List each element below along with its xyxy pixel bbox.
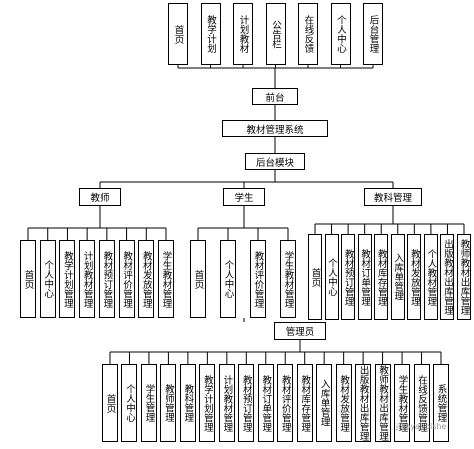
system-node: 教材管理系统 (222, 120, 328, 137)
child-node: 系统管理 (433, 364, 449, 442)
child-node: 教材库存管理 (296, 364, 313, 442)
child-node: 计划教材管理 (218, 364, 235, 442)
top-node: 公告栏 (265, 3, 286, 65)
child-node: 教材预订管理 (98, 240, 115, 318)
child-node: 教科管理 (179, 364, 196, 442)
child-node: 首页 (308, 234, 322, 320)
child-node: 个人中心 (324, 234, 339, 320)
child-node: 教材评价管理 (250, 240, 266, 318)
child-node: 出版教材出库管理 (355, 364, 372, 442)
child-node: 教学计划管理 (59, 240, 76, 318)
backend-node: 后台模块 (245, 153, 305, 170)
child-node: 教材库存管理 (374, 234, 389, 320)
front-node: 前台 (252, 88, 298, 105)
child-node: 入库单管理 (390, 234, 405, 320)
child-node: 教师教材出库管理 (457, 234, 471, 320)
child-node: 教材订单管理 (257, 364, 274, 442)
role-node: 学生 (223, 188, 265, 206)
child-node: 首页 (20, 240, 36, 318)
child-node: 学生教材管理 (394, 364, 411, 442)
child-node: 首页 (102, 364, 118, 442)
top-node: 计划教材 (233, 3, 253, 65)
child-node: 学生教材管理 (280, 240, 296, 318)
role-node: 教科管理 (364, 188, 422, 206)
child-node: 教师教材出库管理 (374, 364, 391, 442)
child-node: 计划教材管理 (79, 240, 96, 318)
role-node: 管理员 (274, 322, 326, 340)
child-node: 教学计划管理 (199, 364, 216, 442)
child-node: 个人教材管理 (423, 234, 438, 320)
child-node: 首页 (190, 240, 206, 318)
top-node: 在线反馈 (298, 3, 318, 65)
child-node: 教材评价管理 (118, 240, 135, 318)
child-node: 个人中心 (39, 240, 56, 318)
child-node: 教材订单管理 (357, 234, 372, 320)
child-node: 教材发放管理 (138, 240, 155, 318)
child-node: 出版教材出库管理 (440, 234, 455, 320)
top-node: 首页 (168, 3, 188, 65)
child-node: 教材预订管理 (341, 234, 356, 320)
child-node: 个人中心 (121, 364, 138, 442)
child-node: 学生教材管理 (158, 240, 174, 318)
child-node: 教材评价管理 (277, 364, 294, 442)
child-node: 个人中心 (220, 240, 236, 318)
child-node: 入库单管理 (316, 364, 333, 442)
child-node: 在线反馈管理 (413, 364, 430, 442)
watermark-text: jiaoyanbishe (396, 422, 447, 431)
role-node: 教师 (79, 188, 121, 206)
child-node: 教材发放管理 (407, 234, 422, 320)
child-node: 教师管理 (160, 364, 177, 442)
child-node: 学生管理 (140, 364, 157, 442)
top-node: 个人中心 (330, 3, 351, 65)
child-node: 教材预订管理 (238, 364, 255, 442)
child-node: 教材发放管理 (335, 364, 352, 442)
top-node: 教学计划 (200, 3, 221, 65)
top-node: 后台管理 (363, 3, 383, 65)
